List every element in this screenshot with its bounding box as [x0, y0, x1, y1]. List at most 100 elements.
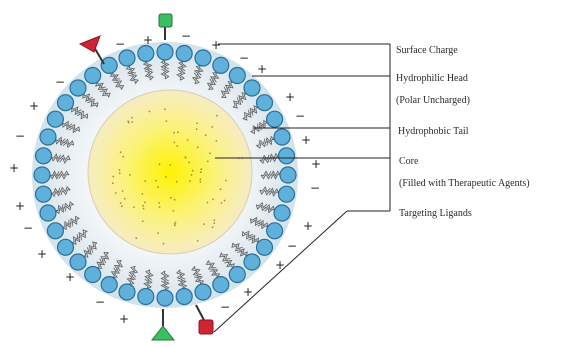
svg-text:+: + [9, 161, 19, 175]
svg-text:+: + [285, 90, 295, 104]
agent-dot [142, 220, 144, 222]
hydrophilic-head [36, 186, 52, 202]
agent-dot [221, 202, 223, 204]
svg-text:+: + [257, 62, 267, 76]
hydrophilic-head [195, 284, 211, 300]
agent-dot [189, 180, 191, 182]
hydrophilic-head [119, 50, 135, 66]
svg-text:−: − [220, 300, 230, 314]
agent-dot [196, 128, 198, 130]
agent-dot [135, 237, 137, 239]
agent-dot [200, 171, 202, 173]
hydrophilic-head [257, 95, 273, 111]
agent-dot [149, 111, 151, 113]
svg-text:+: + [29, 99, 39, 113]
agent-dot [224, 200, 226, 202]
hydrophilic-head [47, 223, 63, 239]
agent-dot [175, 222, 177, 224]
hydrophilic-head [244, 80, 260, 96]
hydrophilic-head [101, 277, 117, 293]
agent-dot [207, 161, 209, 163]
agent-dot [197, 146, 199, 148]
agent-dot [115, 192, 117, 194]
agent-dot [144, 180, 146, 182]
svg-text:+: + [15, 199, 25, 213]
agent-dot [164, 108, 166, 110]
agent-dot [133, 206, 135, 208]
hydrophilic-head [157, 44, 173, 60]
svg-text:−: − [287, 239, 297, 253]
agent-dot [200, 178, 202, 180]
svg-text:+: + [275, 258, 285, 272]
agent-dot [159, 206, 161, 208]
agent-dot [216, 140, 218, 142]
agent-dot [122, 190, 124, 192]
agent-dot [120, 202, 122, 204]
hydrophilic-head [40, 205, 56, 221]
agent-dot [131, 121, 133, 123]
agent-dot [122, 156, 124, 158]
svg-text:+: + [311, 157, 321, 171]
hydrophilic-head [70, 80, 86, 96]
hydrophilic-head [274, 129, 290, 145]
agent-dot [207, 202, 209, 204]
agent-dot [172, 210, 174, 212]
agent-dot [199, 181, 201, 183]
hydrophilic-head [58, 95, 74, 111]
targeting-ligand-bottom-red [196, 305, 213, 334]
svg-text:−: − [295, 109, 305, 123]
agent-dot [112, 182, 114, 184]
svg-text:+: + [211, 38, 221, 52]
hydrophilic-head [257, 239, 273, 255]
agent-dot [211, 126, 213, 128]
agent-dot [225, 180, 227, 182]
hydrophilic-head [58, 239, 74, 255]
hydrophilic-head [47, 111, 63, 127]
agent-dot [196, 122, 198, 124]
svg-text:+: + [65, 270, 75, 284]
agent-dot [124, 198, 126, 200]
agent-dot [191, 174, 193, 176]
label-polar-uncharged: (Polar Uncharged) [396, 95, 470, 106]
hydrophilic-head [176, 289, 192, 305]
svg-text:−: − [55, 75, 65, 89]
agent-dot [158, 202, 160, 204]
agent-dot [200, 168, 202, 170]
agent-dot [174, 223, 176, 225]
agent-dot [120, 151, 122, 153]
agent-dot [187, 139, 189, 141]
hydrophilic-head [229, 267, 245, 283]
svg-text:−: − [115, 37, 125, 51]
agent-dot [176, 145, 178, 147]
targeting-ligand-top-green [159, 14, 172, 40]
hydrophilic-head [280, 167, 296, 183]
agent-dot [213, 222, 215, 224]
core [88, 90, 252, 254]
hydrophilic-head [195, 50, 211, 66]
agent-dot [142, 205, 144, 207]
agent-dot [203, 223, 205, 225]
agent-dot [121, 205, 123, 207]
svg-text:+: + [303, 219, 313, 233]
hydrophilic-head [176, 46, 192, 62]
agent-dot [170, 197, 172, 199]
hydrophilic-head [267, 111, 283, 127]
hydrophilic-head [85, 267, 101, 283]
hydrophilic-head [85, 68, 101, 84]
agent-dot [131, 117, 133, 119]
agent-dot [169, 164, 171, 166]
agent-dot [119, 169, 121, 171]
agent-dot [216, 115, 218, 117]
agent-dot [157, 232, 159, 234]
label-core-note: (Filled with Therapeutic Agents) [399, 178, 530, 189]
agent-dot [163, 243, 165, 245]
svg-text:+: + [243, 285, 253, 299]
agent-dot [192, 170, 194, 172]
agent-dot [119, 172, 121, 174]
agent-dot [205, 134, 207, 136]
svg-text:+: + [301, 133, 311, 147]
svg-text:−: − [310, 181, 320, 195]
agent-dot [112, 176, 114, 178]
hydrophilic-head [70, 254, 86, 270]
